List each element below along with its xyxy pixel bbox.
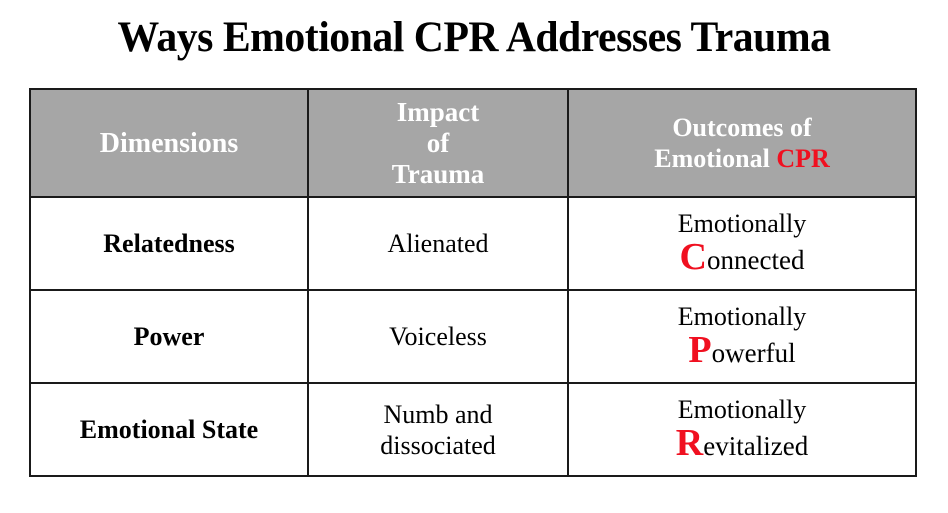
cell-outcome-top-line: Emotionally <box>677 301 807 331</box>
cell-outcome: Emotionally Revitalized <box>567 382 917 477</box>
cell-impact: Alienated <box>307 196 569 291</box>
cell-outcome-initial: R <box>675 421 704 464</box>
column-header-outcomes-line2: Emotional CPR <box>575 143 909 174</box>
trauma-matrix-table: Dimensions Impact of Trauma Outcomes of … <box>29 88 917 477</box>
table-body: Relatedness Alienated Emotionally Connec… <box>29 196 917 477</box>
column-header-dimensions: Dimensions <box>29 88 309 198</box>
cell-outcome-rest: onnected <box>707 244 805 275</box>
column-header-outcomes-line1: Outcomes of <box>672 113 812 142</box>
cell-outcome-rest: owerful <box>711 337 796 368</box>
cell-dimension: Relatedness <box>29 196 309 291</box>
cell-impact: Voiceless <box>307 289 569 384</box>
cell-outcome-rest: evitalized <box>703 430 809 461</box>
column-header-impact-of-trauma: Impact of Trauma <box>307 88 569 198</box>
cell-impact: Numb and dissociated <box>307 382 569 477</box>
column-header-outcomes-plain: Emotional <box>654 144 777 173</box>
table-header-row: Dimensions Impact of Trauma Outcomes of … <box>29 88 917 198</box>
cell-outcome-top-line: Emotionally <box>677 208 807 238</box>
cell-dimension: Emotional State <box>29 382 309 477</box>
column-header-impact-line2: of <box>426 127 450 158</box>
page-title: Ways Emotional CPR Addresses Trauma <box>117 14 831 61</box>
cell-outcome-bottom-line: Connected <box>575 235 909 279</box>
column-header-impact-line1: Impact <box>396 96 480 127</box>
cell-outcome-initial: P <box>688 328 712 371</box>
column-header-dimensions-label: Dimensions <box>99 127 239 159</box>
cell-impact-line1: Alienated <box>387 229 489 258</box>
table-row: Emotional State Numb and dissociated Emo… <box>29 382 917 477</box>
cell-outcome-initial: C <box>679 235 707 278</box>
table-header: Dimensions Impact of Trauma Outcomes of … <box>29 88 917 198</box>
cell-outcome-top-line: Emotionally <box>677 394 807 424</box>
table-row: Relatedness Alienated Emotionally Connec… <box>29 196 917 291</box>
cell-outcome-bottom-line: Powerful <box>575 328 909 372</box>
column-header-impact-line3: Trauma <box>391 158 485 189</box>
table-row: Power Voiceless Emotionally Powerful <box>29 289 917 384</box>
cell-outcome: Emotionally Connected <box>567 196 917 291</box>
cell-outcome: Emotionally Powerful <box>567 289 917 384</box>
cell-impact-line2: dissociated <box>380 430 496 460</box>
column-header-outcomes-cpr-accent: CPR <box>776 144 830 173</box>
cell-impact-line1: Voiceless <box>389 322 487 351</box>
column-header-outcomes-of-emotional-cpr: Outcomes of Emotional CPR <box>567 88 917 198</box>
cell-impact-line1: Numb and <box>383 399 493 429</box>
cell-dimension: Power <box>29 289 309 384</box>
cell-outcome-bottom-line: Revitalized <box>575 421 909 465</box>
